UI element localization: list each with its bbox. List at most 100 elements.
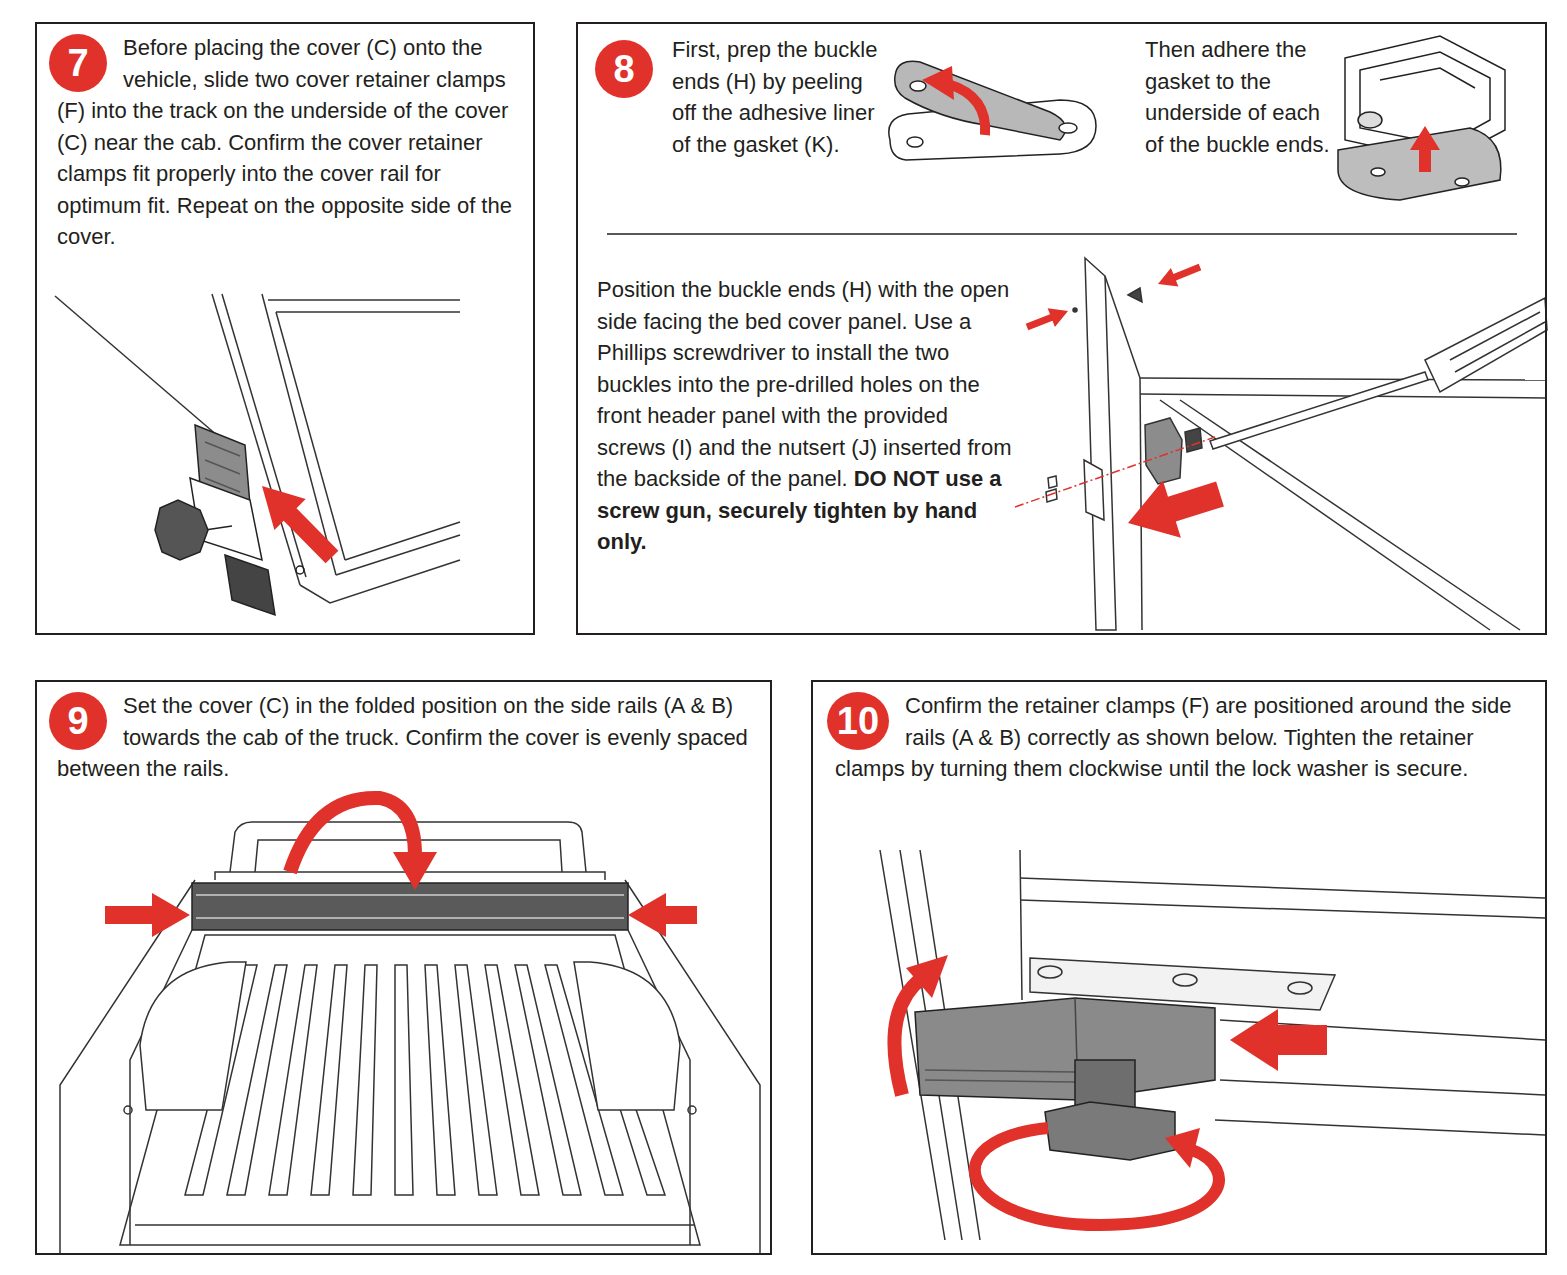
header-panel-illustration	[1140, 378, 1142, 630]
instruction-panel: 9Set the cover (C) in the folded positio…	[35, 680, 772, 1255]
instruction-text: Then adhere the gasket to the underside …	[1145, 37, 1330, 157]
instruction-paragraph: Before placing the cover (C) onto the ve…	[57, 32, 518, 253]
folded-cover	[192, 883, 628, 930]
screwdriver	[1210, 372, 1428, 449]
retainer-clamp	[915, 998, 1215, 1100]
cover-rail-frame	[268, 299, 460, 301]
buckle-end-illustration	[1358, 112, 1382, 128]
screwdriver	[1450, 312, 1545, 372]
side-rail	[1173, 974, 1197, 986]
instruction-text: Position the buckle ends (H) with the op…	[597, 277, 1011, 491]
curved-arrow	[948, 84, 985, 135]
truck-bed	[60, 822, 760, 1255]
direction-arrow	[628, 893, 697, 937]
cover-rail-frame	[345, 522, 460, 560]
step-number: 8	[613, 50, 634, 88]
buckle-end-illustration	[1380, 68, 1475, 88]
header-panel-illustration	[1046, 258, 1545, 630]
cover-rail-frame	[300, 560, 460, 603]
direction-arrow	[1230, 1009, 1327, 1071]
instruction-paragraph: First, prep the buckle ends (H) by peeli…	[672, 34, 882, 160]
instruction-panel: 8 First, prep the buckle ends (H) by peel…	[576, 22, 1547, 635]
header-panel-illustration	[1084, 460, 1104, 520]
rotation-arrow	[975, 1128, 1219, 1225]
truck-bed	[120, 935, 700, 1245]
side-rail	[1020, 878, 1545, 898]
curved-arrow	[894, 978, 922, 1095]
side-rail	[1215, 1120, 1545, 1135]
truck-bed	[515, 965, 581, 1195]
instruction-panel: 7Before placing the cover (C) onto the v…	[35, 22, 535, 635]
arrow-head	[1165, 1128, 1200, 1168]
truck-bed	[688, 1106, 696, 1114]
instruction-paragraph: Confirm the retainer clamps (F) are posi…	[835, 690, 1533, 785]
arrow-head	[393, 852, 437, 890]
instruction-paragraph: Then adhere the gasket to the underside …	[1145, 34, 1340, 160]
side-rail	[1020, 850, 1022, 1000]
instruction-paragraph: Position the buckle ends (H) with the op…	[597, 274, 1022, 558]
truck-bed	[574, 962, 680, 1110]
instruction-text: Set the cover (C) in the folded position…	[57, 693, 748, 781]
step-number: 9	[67, 702, 88, 740]
truck-bed	[395, 965, 413, 1195]
direction-arrow	[1158, 264, 1201, 287]
curved-arrow	[290, 798, 415, 872]
instruction-text: Before placing the cover (C) onto the ve…	[57, 35, 512, 249]
instruction-text: First, prep the buckle ends (H) by peeli…	[672, 37, 877, 157]
arrow-head	[906, 955, 948, 998]
arrow-head	[922, 66, 954, 100]
retainer-clamp	[205, 526, 232, 530]
header-panel-illustration	[1048, 476, 1057, 488]
side-rail	[880, 850, 1545, 1240]
gasket-illustration	[889, 61, 1096, 160]
folded-cover	[196, 917, 624, 919]
buckle-end-illustration	[1455, 178, 1469, 186]
truck-bed	[485, 965, 539, 1195]
step-number-badge: 9	[49, 692, 107, 750]
step-number-badge: 10	[827, 692, 889, 750]
buckle-end-illustration	[1338, 36, 1505, 200]
retainer-clamp	[225, 555, 275, 615]
truck-bed	[353, 965, 377, 1195]
retainer-clamp	[205, 442, 240, 492]
divider-rule	[607, 233, 1517, 235]
side-rail	[1288, 982, 1312, 994]
header-panel-illustration	[1160, 400, 1490, 630]
red-arrows	[105, 66, 1440, 1225]
retainer-clamp	[1075, 1060, 1135, 1110]
gasket-illustration	[1059, 123, 1077, 133]
truck-bed	[425, 965, 455, 1195]
retainer-clamp	[1045, 1102, 1175, 1160]
header-panel-illustration	[1085, 258, 1116, 630]
instruction-panel: 10Confirm the retainer clamps (F) are po…	[811, 680, 1547, 1255]
cover-rail-frame	[55, 294, 460, 603]
retainer-clamp	[155, 500, 208, 560]
step-number-badge: 7	[49, 34, 107, 92]
header-panel-illustration	[1185, 428, 1202, 452]
header-panel-illustration	[1140, 394, 1545, 398]
direction-arrow	[1410, 126, 1440, 172]
direction-arrow	[1128, 481, 1224, 538]
instruction-text: Confirm the retainer clamps (F) are posi…	[835, 693, 1512, 781]
step-number: 7	[67, 44, 88, 82]
screwdriver	[1425, 298, 1547, 392]
truck-bed	[135, 1224, 695, 1226]
direction-arrow	[262, 486, 338, 563]
cover-rail-frame	[336, 535, 460, 575]
retainer-clamp	[915, 998, 1215, 1160]
direction-arrow	[1026, 308, 1068, 330]
gasket-illustration	[910, 81, 926, 91]
header-panel-illustration	[1140, 378, 1545, 380]
folded-cover	[192, 883, 628, 930]
instruction-paragraph: Set the cover (C) in the folded position…	[57, 690, 755, 785]
direction-arrow	[105, 893, 190, 937]
truck-bed	[140, 962, 246, 1110]
buckle-end-illustration	[1371, 168, 1385, 176]
side-rail	[1220, 1080, 1545, 1095]
header-panel-illustration	[1128, 288, 1142, 302]
gasket-illustration	[907, 137, 923, 147]
step-number-badge: 8	[595, 40, 653, 98]
truck-bed	[269, 965, 317, 1195]
